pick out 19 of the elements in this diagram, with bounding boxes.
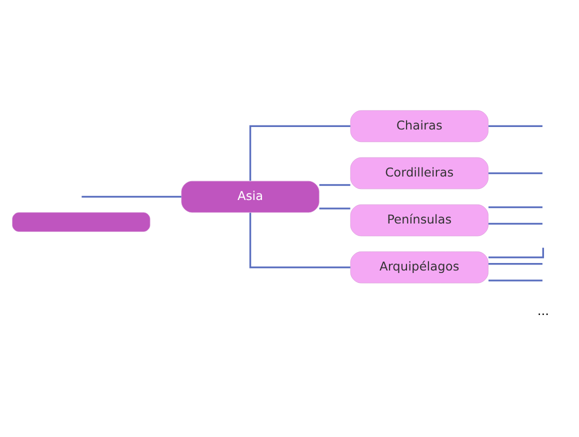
- connector: [249, 212, 350, 268]
- connector: [319, 184, 350, 186]
- node-box: Arquipélagos: [350, 250, 488, 283]
- connector: [488, 247, 544, 258]
- node-box: Cordilleiras: [350, 156, 488, 189]
- connector: [82, 195, 182, 198]
- connector: [488, 279, 542, 281]
- connector: [319, 207, 350, 209]
- connector: [488, 172, 542, 174]
- connector: [488, 222, 542, 224]
- node-box: Chairas: [350, 110, 488, 142]
- node-box: Asia: [181, 180, 320, 212]
- node-box: Penínsulas: [350, 204, 488, 236]
- connector: [488, 262, 542, 264]
- connector: [488, 206, 542, 208]
- connector: [488, 124, 542, 127]
- node-box: [12, 212, 150, 232]
- label: ...: [537, 304, 549, 318]
- connector: [249, 124, 350, 180]
